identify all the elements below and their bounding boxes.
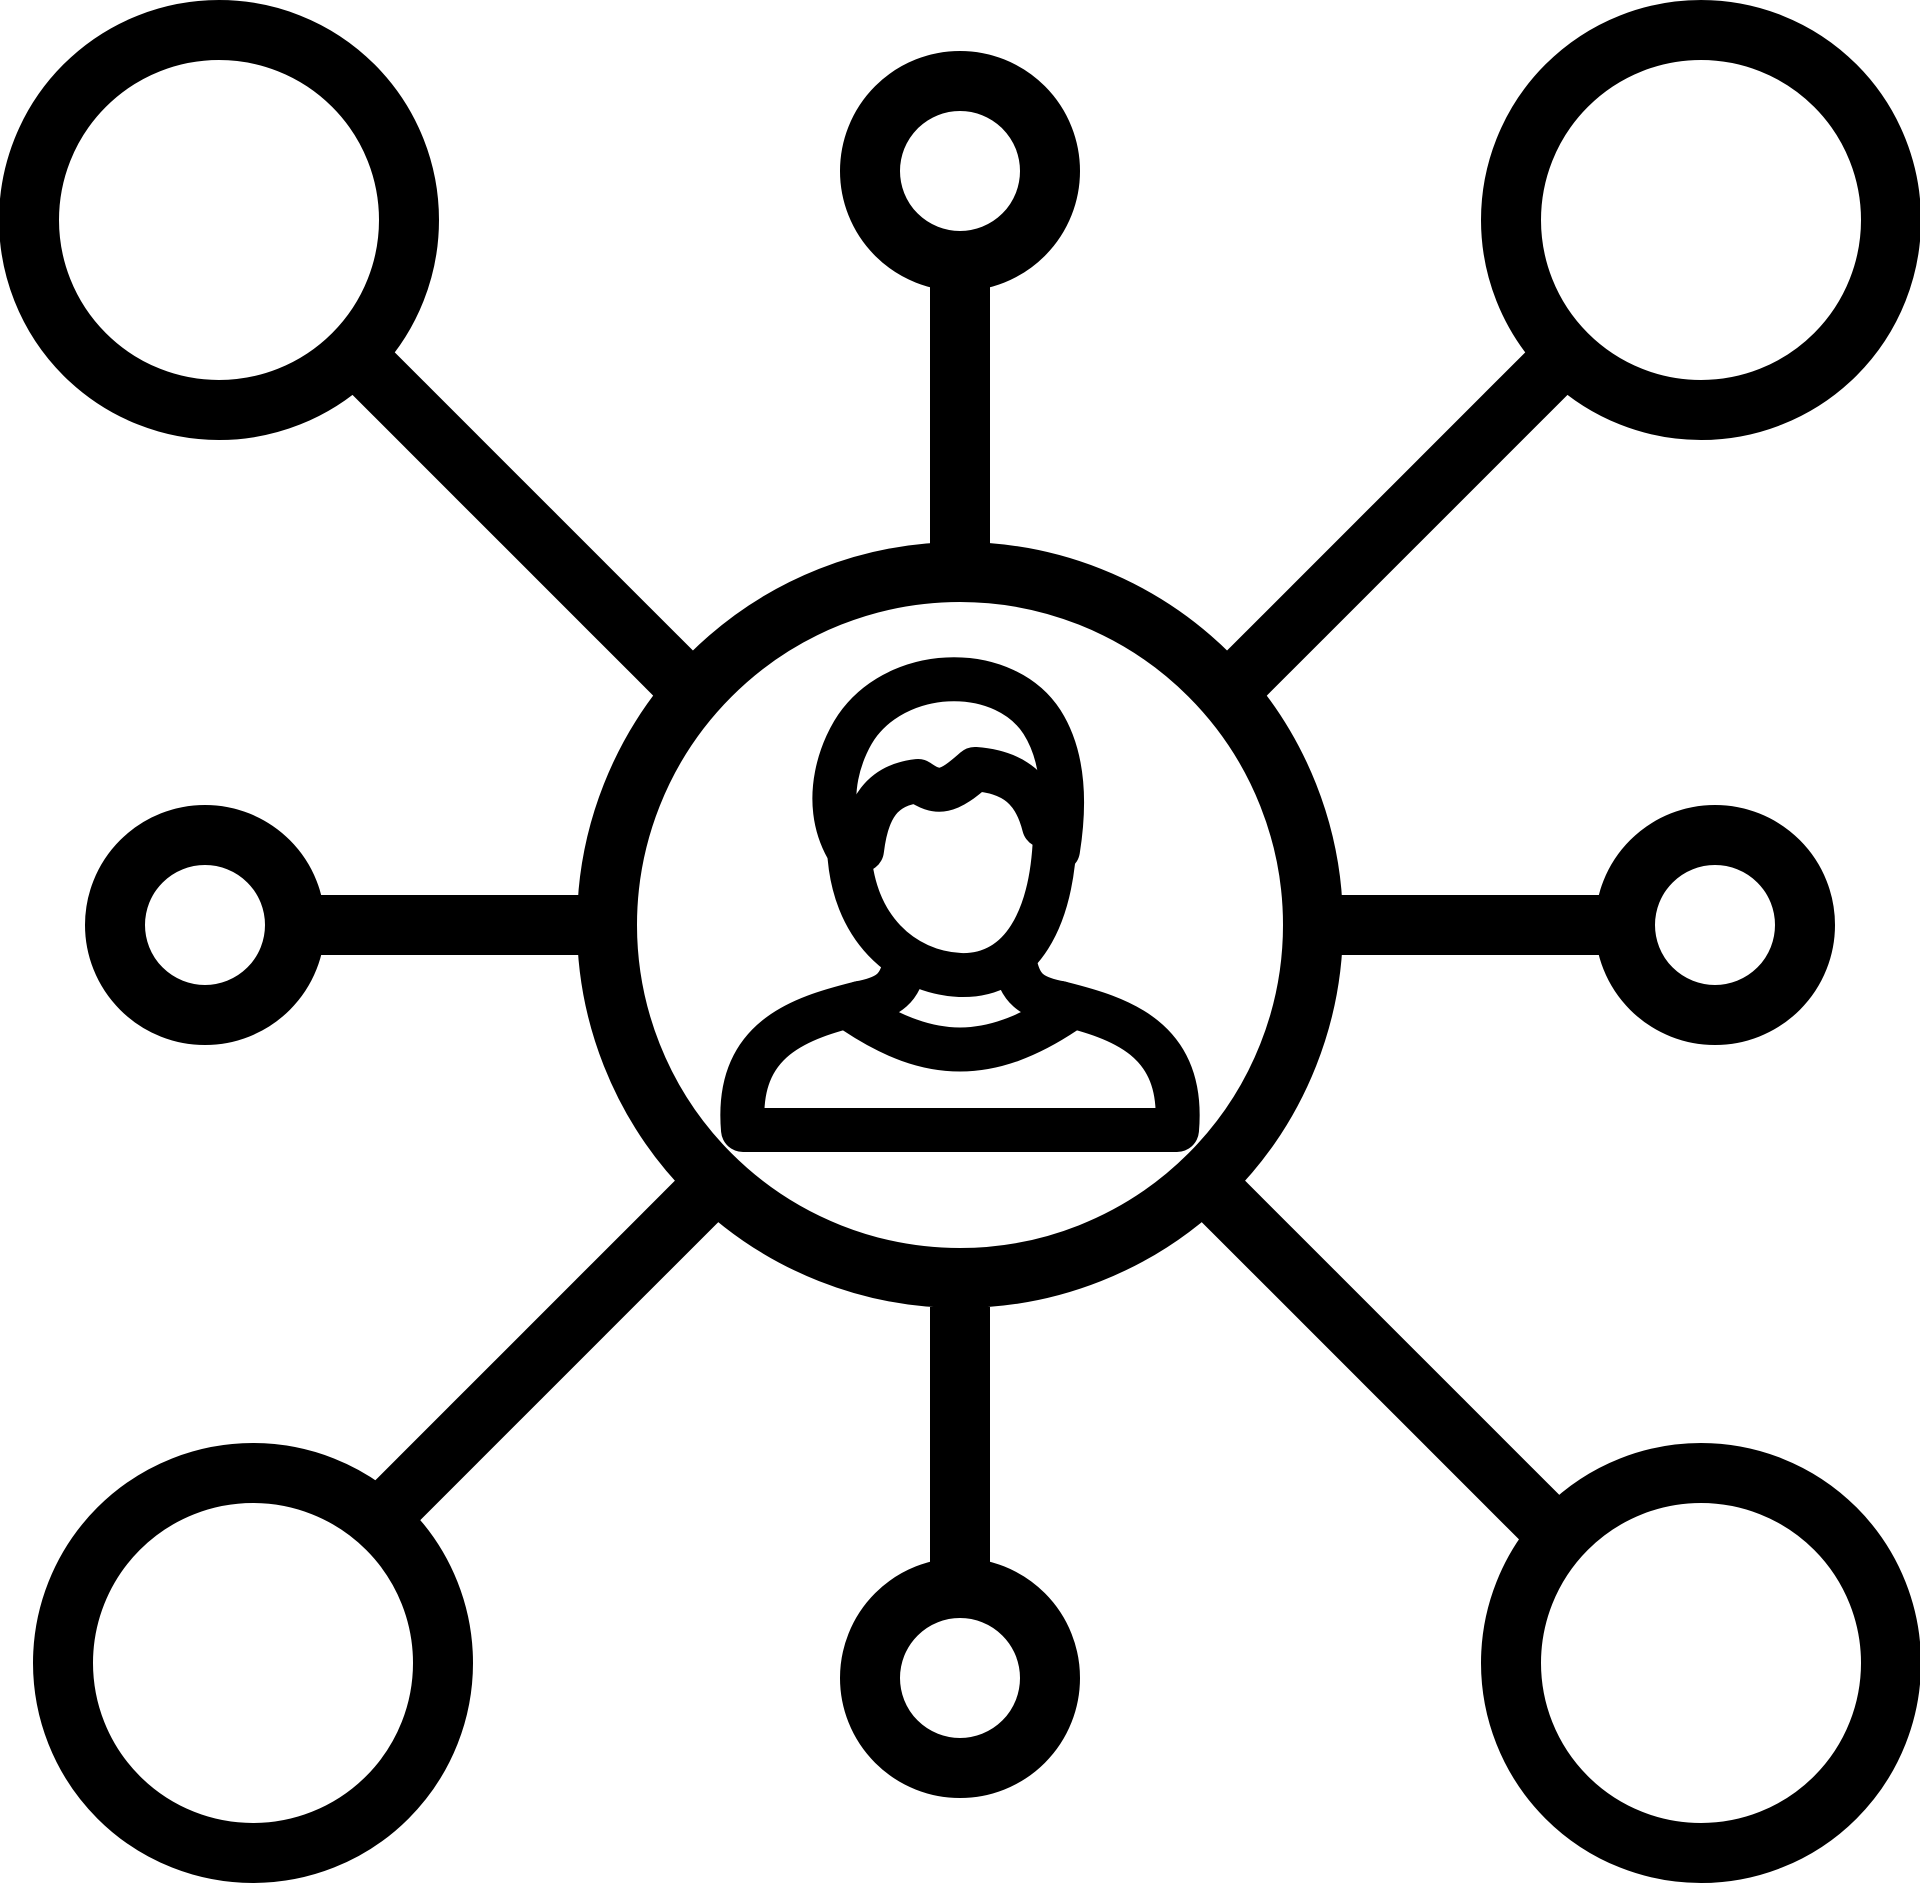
node-top-right bbox=[1481, 0, 1920, 440]
connector-lines bbox=[312, 248, 1606, 1564]
user-hair bbox=[812, 657, 1085, 872]
node-bottom-right bbox=[1481, 1443, 1920, 1883]
node-top bbox=[840, 51, 1080, 291]
user-fringe bbox=[840, 747, 1066, 872]
node-bottom-left bbox=[33, 1443, 473, 1883]
connector-top-right bbox=[1222, 318, 1602, 698]
user-collar bbox=[833, 990, 1087, 1072]
node-left bbox=[85, 805, 325, 1045]
user-face bbox=[827, 814, 1077, 997]
node-top-left bbox=[0, 0, 439, 440]
user-body bbox=[720, 981, 1200, 1152]
center-node-circle bbox=[577, 542, 1343, 1308]
connector-bottom-left bbox=[349, 1164, 734, 1549]
connector-bottom-right bbox=[1186, 1164, 1571, 1549]
node-right bbox=[1595, 805, 1835, 1045]
connector-top-left bbox=[318, 318, 698, 698]
user-icon bbox=[720, 657, 1200, 1152]
node-bottom bbox=[840, 1558, 1080, 1798]
